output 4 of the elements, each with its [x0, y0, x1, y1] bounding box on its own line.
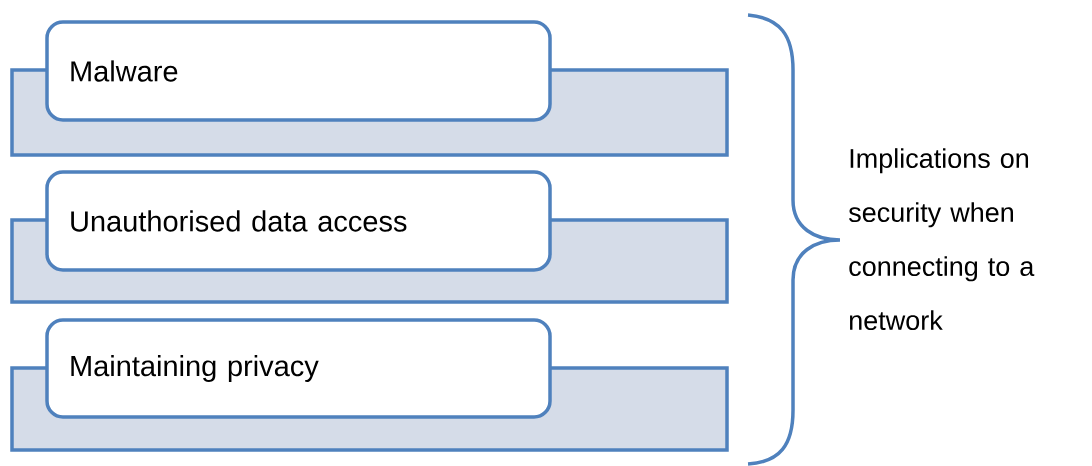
- item-box: Maintaining privacy: [45, 318, 552, 419]
- item-box: Unauthorised data access: [45, 170, 552, 272]
- item-box: Malware: [45, 20, 552, 122]
- brace-label: Implications on security when connecting to a network: [848, 148, 1035, 331]
